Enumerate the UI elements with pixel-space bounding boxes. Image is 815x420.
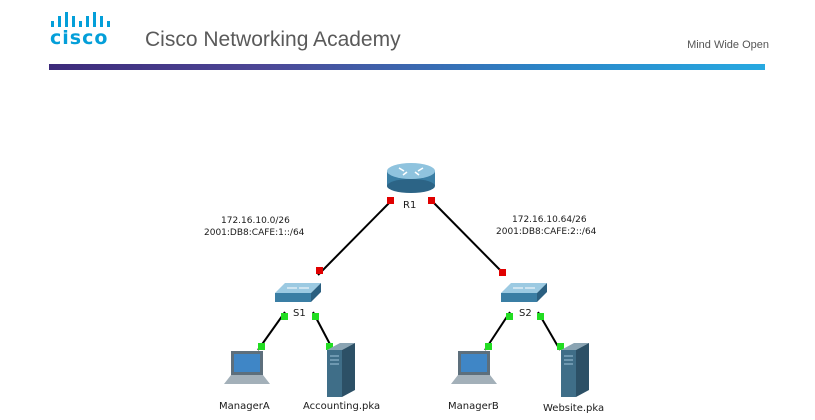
page-title: Cisco Networking Academy	[145, 28, 401, 51]
port-s1-managera-a	[281, 313, 288, 320]
host-managerb-label: ManagerB	[448, 401, 499, 412]
port-r1-s1-switch-side	[316, 267, 323, 274]
cisco-logo-text: cisco	[50, 27, 109, 49]
server-website[interactable]	[561, 343, 589, 397]
network2-ipv6-label: 2001:DB8:CAFE:2::/64	[496, 227, 597, 237]
switch-s1[interactable]	[275, 283, 321, 302]
port-r1-s2-switch-side	[499, 269, 506, 276]
server-accounting[interactable]	[327, 343, 355, 397]
port-s1-managera-b	[258, 343, 265, 350]
switch-s2[interactable]	[501, 283, 547, 302]
laptop-managera[interactable]	[224, 351, 270, 384]
port-s2-website-a	[537, 313, 544, 320]
router-r1[interactable]	[387, 163, 435, 193]
laptop-managerb[interactable]	[451, 351, 497, 384]
network1-ipv4-label: 172.16.10.0/26	[221, 216, 290, 226]
link-r1-s2	[430, 199, 506, 276]
port-s1-accounting-a	[312, 313, 319, 320]
port-r1-s1-router-side	[387, 197, 394, 204]
network1-ipv6-label: 2001:DB8:CAFE:1::/64	[204, 228, 305, 238]
tagline: Mind Wide Open	[687, 39, 769, 51]
header-divider	[49, 64, 765, 70]
network2-ipv4-label: 172.16.10.64/26	[512, 215, 587, 225]
router-r1-label: R1	[403, 200, 416, 211]
port-s2-managerb-a	[506, 313, 513, 320]
port-r1-s2-router-side	[428, 197, 435, 204]
switch-s2-label: S2	[519, 308, 532, 319]
host-accounting-label: Accounting.pka	[303, 401, 380, 412]
port-s2-managerb-b	[485, 343, 492, 350]
switch-s1-label: S1	[293, 308, 306, 319]
host-managera-label: ManagerA	[219, 401, 270, 412]
port-s1-accounting-b	[326, 343, 333, 350]
link-r1-s1	[317, 199, 393, 276]
port-s2-website-b	[557, 343, 564, 350]
host-website-label: Website.pka	[543, 403, 604, 414]
cisco-logo-bars	[51, 12, 110, 27]
